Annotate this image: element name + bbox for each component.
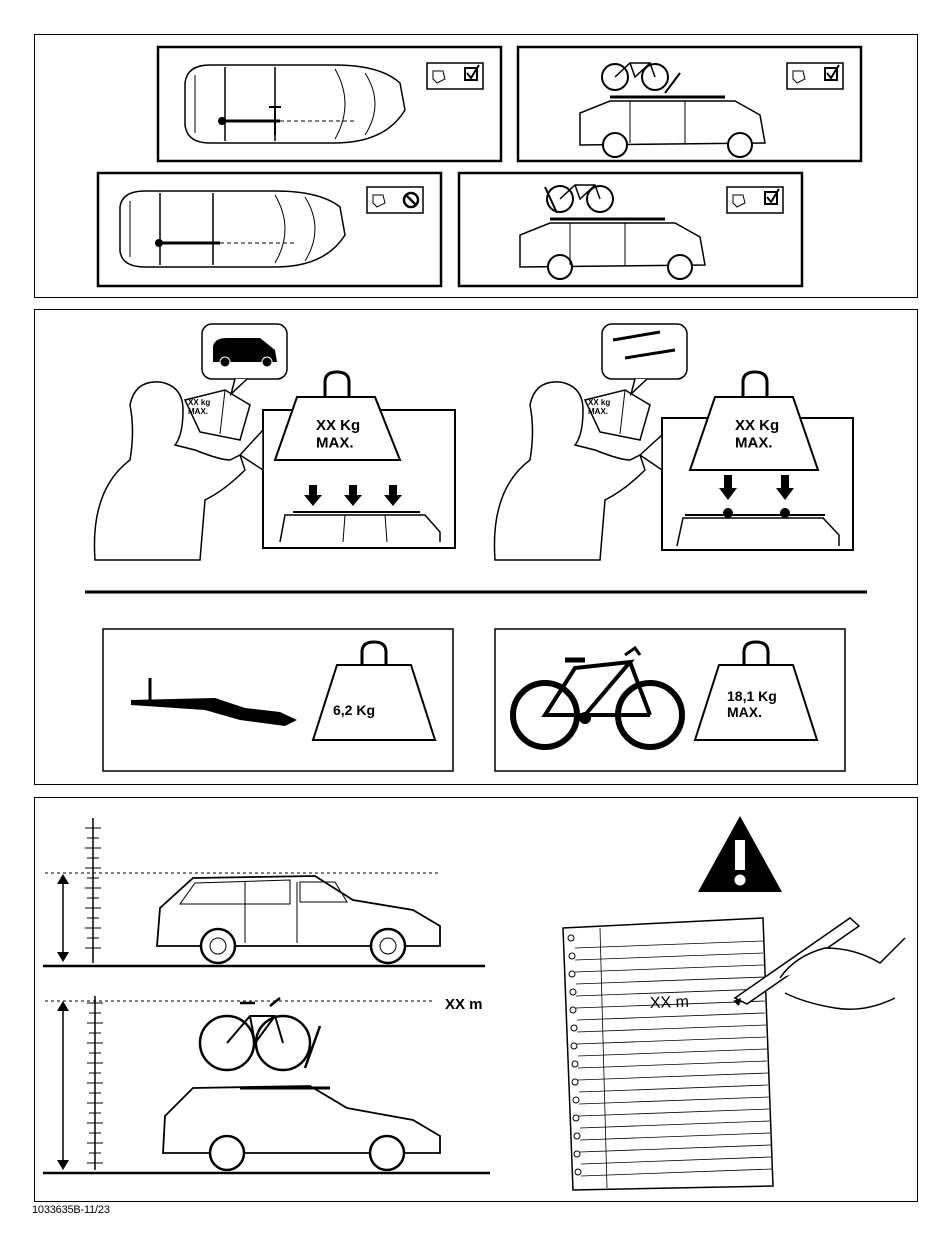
man-reading-manual-left <box>94 382 250 560</box>
not-allowed-icon <box>367 187 423 213</box>
notepad-text: XX m <box>650 994 690 1012</box>
bike-weight-box <box>495 629 845 771</box>
carrier-weight-box <box>103 629 453 771</box>
roof-load-box-right <box>640 372 853 550</box>
speech-bubble-car <box>202 324 287 394</box>
allowed-icon <box>787 63 843 89</box>
allowed-icon <box>427 63 483 89</box>
height-label: XX m <box>445 996 483 1013</box>
warning-icon <box>698 816 782 892</box>
roof-load-box-left <box>240 372 455 548</box>
notepad <box>563 918 773 1190</box>
carrier-weight-label: 6,2 Kg <box>333 702 375 718</box>
allowed-icon <box>727 187 783 213</box>
car-side-view <box>157 876 440 963</box>
vehicle-height-panel: XX m <box>34 797 918 1202</box>
car-with-bike-side-view <box>163 998 440 1170</box>
man-reading-manual-right <box>494 382 650 560</box>
mounting-orientation-panel <box>34 34 918 298</box>
document-code: 1033635B-11/23 <box>32 1204 110 1216</box>
speech-bubble-roof-bars <box>602 324 687 394</box>
